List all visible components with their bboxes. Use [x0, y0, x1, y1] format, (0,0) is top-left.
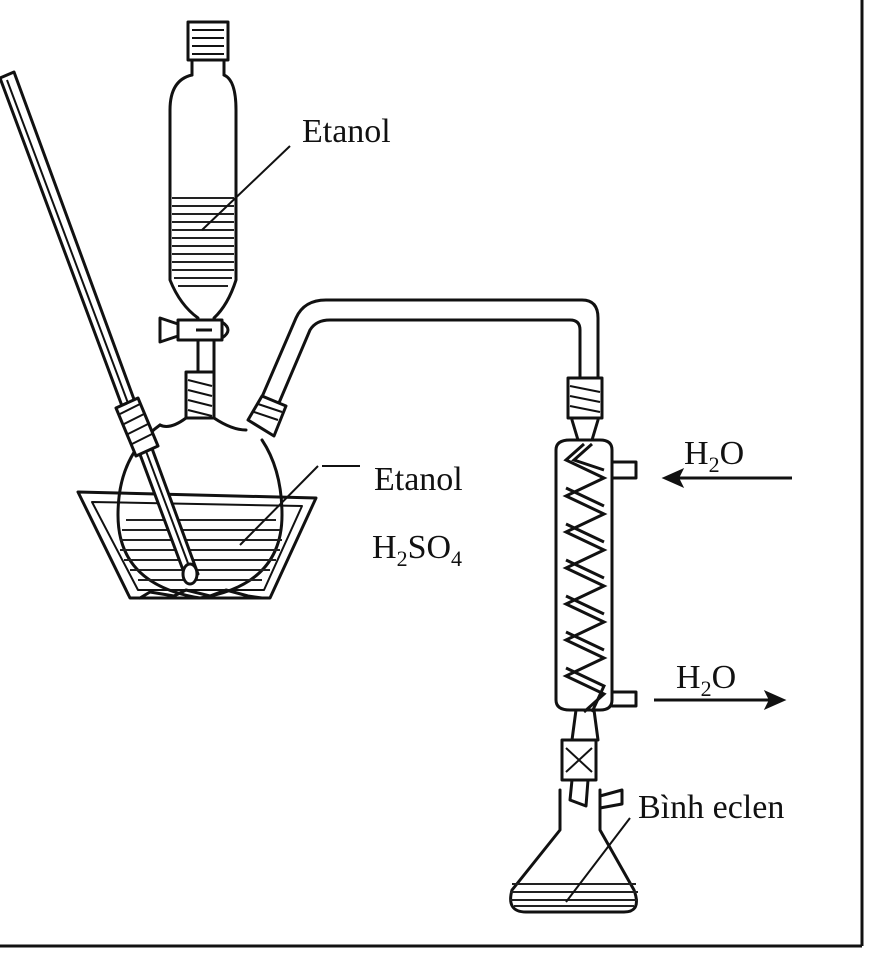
- label-water-out: H2O: [676, 659, 736, 701]
- dropping-funnel: [158, 20, 238, 420]
- label-flask-h2so4: H2SO4: [372, 529, 462, 571]
- funnel-liquid: [172, 197, 234, 287]
- flask-liquid: [120, 519, 282, 581]
- delivery-tube: [246, 298, 600, 438]
- collected-liquid: [510, 883, 638, 907]
- label-funnel-etanol: Etanol: [302, 113, 391, 150]
- label-receiver: Bình eclen: [638, 789, 784, 826]
- label-water-in: H2O: [684, 435, 744, 477]
- water-out-arrow: [654, 689, 787, 711]
- label-flask-etanol: Etanol: [374, 461, 463, 498]
- condenser-coil: [562, 442, 608, 714]
- erlenmeyer-flask: [509, 788, 638, 914]
- coil-condenser: [554, 376, 638, 808]
- leader-lines: [201, 145, 631, 903]
- water-in-arrow: [661, 467, 792, 489]
- thermometer: [0, 70, 200, 586]
- heating-bath: [76, 490, 318, 600]
- stopcock: [158, 316, 230, 344]
